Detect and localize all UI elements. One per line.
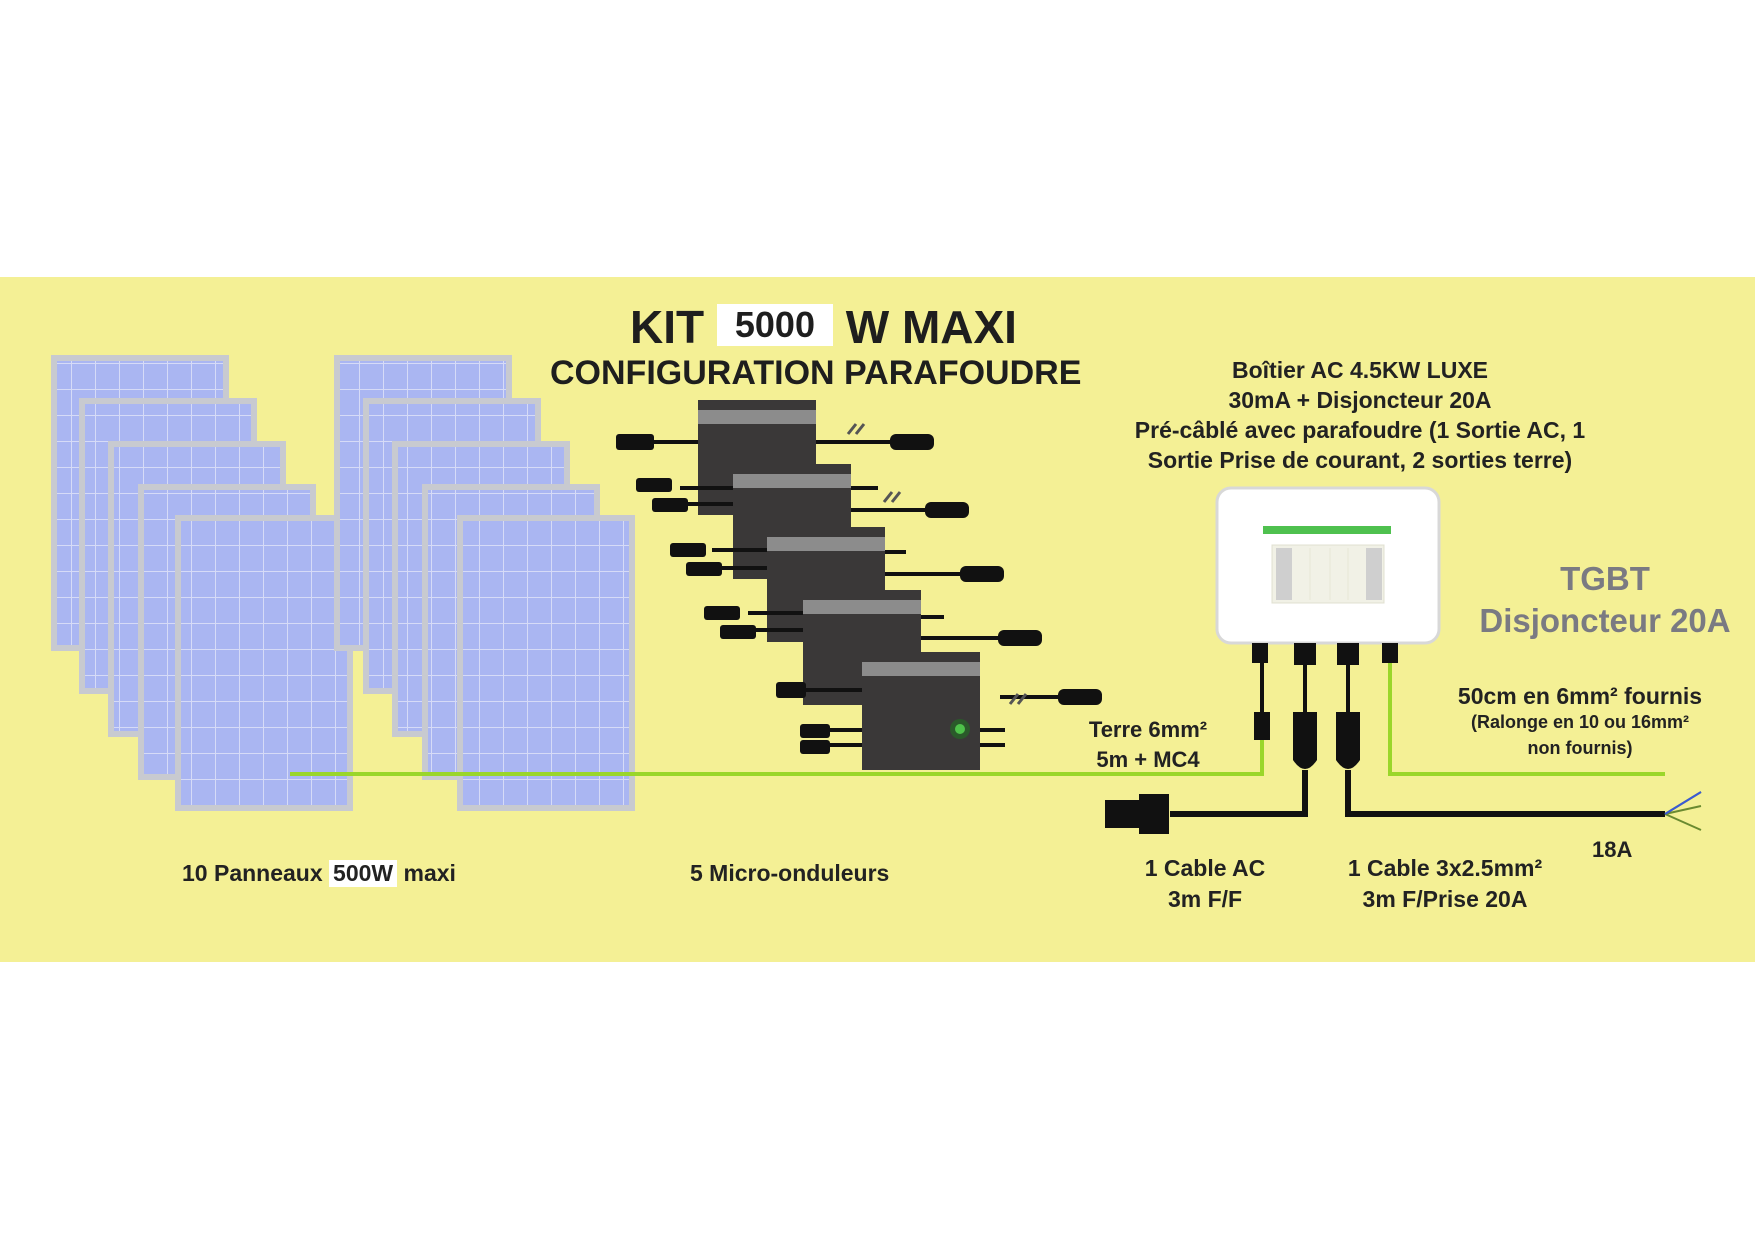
outlet-cable-caption: 1 Cable 3x2.5mm² 3m F/Prise 20A — [1325, 853, 1565, 915]
ground-cable-line2: 5m + MC4 — [1096, 747, 1200, 772]
tgbt-line2: Disjoncteur 20A — [1479, 602, 1731, 639]
solar-panel-stack-left — [51, 355, 353, 811]
ac-box-line3: Pré-câblé avec parafoudre (1 Sortie AC, … — [1134, 417, 1586, 443]
kit-subtitle: CONFIGURATION PARAFOUDRE — [550, 354, 1082, 392]
ac-box-line1: Boîtier AC 4.5KW LUXE — [1231, 357, 1488, 383]
provided-cable-line1: 50cm en 6mm² fournis — [1457, 683, 1703, 709]
panels-count: 10 Panneaux — [182, 860, 323, 886]
ground-cable-label: Terre 6mm² 5m + MC4 — [1068, 715, 1228, 775]
panels-suffix: maxi — [403, 860, 456, 886]
ac-junction-box — [1215, 486, 1441, 665]
box-cables — [1105, 663, 1702, 834]
ground-cable-line1: Terre 6mm² — [1088, 717, 1208, 742]
outlet-cable-line2: 3m F/Prise 20A — [1362, 886, 1528, 912]
ac-cable-line2: 3m F/F — [1167, 886, 1243, 912]
ac-box-line2: 30mA + Disjoncteur 20A — [1228, 387, 1492, 413]
micro-inverter-5 — [776, 652, 1102, 770]
solar-panel-stack-right — [334, 355, 635, 811]
micro-inverter-stack — [616, 400, 1102, 770]
provided-cable-line3: non fournis) — [1527, 738, 1633, 758]
kit-title: KIT 5000 W MAXI — [630, 300, 1017, 354]
tgbt-line1: TGBT — [1560, 560, 1650, 597]
kit-title-prefix: KIT — [630, 301, 705, 353]
outlet-cable-line1: 1 Cable 3x2.5mm² — [1347, 855, 1543, 881]
kit-title-suffix: W MAXI — [845, 301, 1017, 353]
provided-cable-line2: (Ralonge en 10 ou 16mm² — [1470, 712, 1690, 732]
ac-box-line4: Sortie Prise de courant, 2 sorties terre… — [1147, 447, 1573, 473]
micro-inverters-caption: 5 Micro-onduleurs — [690, 860, 890, 886]
ac-box-description: Boîtier AC 4.5KW LUXE 30mA + Disjoncteur… — [1100, 355, 1620, 475]
panels-caption: 10 Panneaux 500W maxi — [182, 860, 456, 887]
ac-cable-line1: 1 Cable AC — [1144, 855, 1266, 881]
panels-power: 500W — [329, 860, 398, 887]
tgbt-label: TGBT Disjoncteur 20A — [1460, 558, 1750, 642]
ac-cable-caption: 1 Cable AC 3m F/F — [1125, 853, 1285, 915]
current-label: 18A — [1592, 837, 1633, 862]
status-led-icon — [955, 724, 965, 734]
kit-power-value: 5000 — [716, 304, 833, 346]
provided-cable-label: 50cm en 6mm² fournis (Ralonge en 10 ou 1… — [1430, 683, 1730, 761]
